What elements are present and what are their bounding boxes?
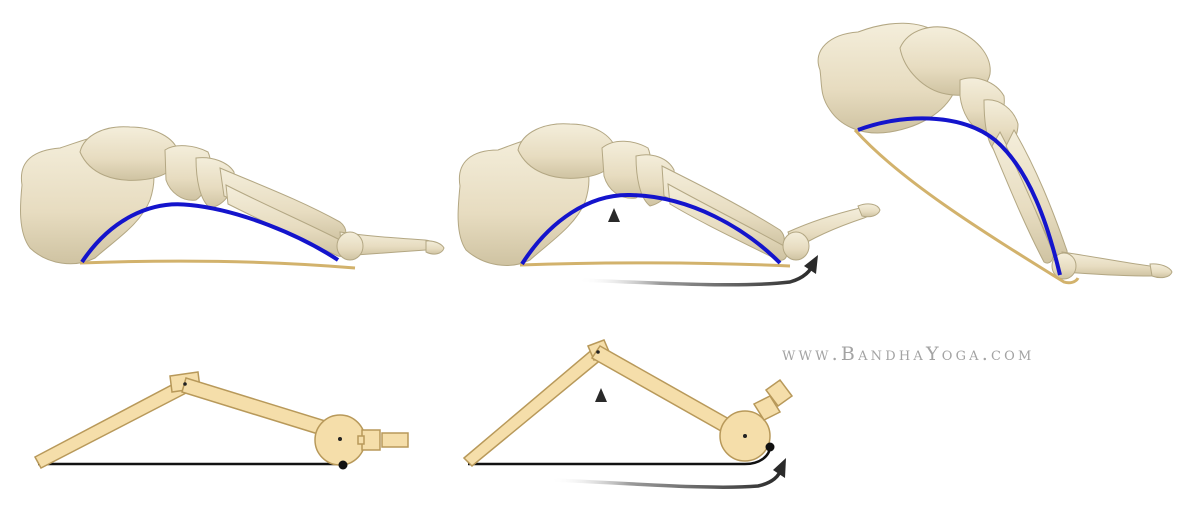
ground-anchor-dot-windlass bbox=[765, 442, 775, 452]
lever-pivot-dot-windlass bbox=[743, 434, 747, 438]
lever-beam-rear-raised bbox=[462, 346, 605, 468]
lever-toe-extension-arrow bbox=[549, 458, 786, 489]
arch-curve-heel-raised bbox=[857, 116, 1062, 276]
foot-bones-toes-extended bbox=[457, 123, 881, 266]
plantar-fascia-neutral bbox=[79, 259, 356, 270]
plantar-fascia-heel-raised bbox=[853, 128, 1080, 285]
toe-extension-arrow bbox=[577, 255, 818, 287]
foot-bones-heel-raised bbox=[817, 22, 1173, 280]
arch-curve-toes-extended bbox=[520, 192, 782, 266]
lever-neutral-panel bbox=[33, 371, 409, 470]
lever-toe-block-raised-1 bbox=[752, 395, 782, 421]
arch-curve-neutral bbox=[80, 202, 340, 264]
website-watermark: www.BandhaYoga.com bbox=[782, 343, 1035, 365]
foot-neutral-panel bbox=[20, 126, 445, 270]
lever-pivot-dot-neutral bbox=[338, 437, 342, 441]
lever-beam-rear bbox=[33, 378, 192, 470]
lever-arch-lift-arrow bbox=[595, 388, 607, 440]
lever-apex-dot-windlass bbox=[596, 350, 600, 354]
lever-toe-block-raised-2 bbox=[764, 378, 794, 408]
foot-bones-neutral bbox=[20, 126, 445, 265]
lever-toe-block-2 bbox=[381, 432, 409, 448]
lever-apex-dot-neutral bbox=[183, 382, 187, 386]
plantar-fascia-toes-extended bbox=[519, 261, 791, 268]
foot-heel-raised-panel bbox=[817, 22, 1173, 285]
lever-windlass-panel bbox=[462, 339, 794, 489]
arch-lift-arrow bbox=[608, 208, 620, 262]
foot-toes-extended-panel bbox=[457, 123, 881, 287]
ground-anchor-dot-neutral bbox=[338, 460, 348, 470]
